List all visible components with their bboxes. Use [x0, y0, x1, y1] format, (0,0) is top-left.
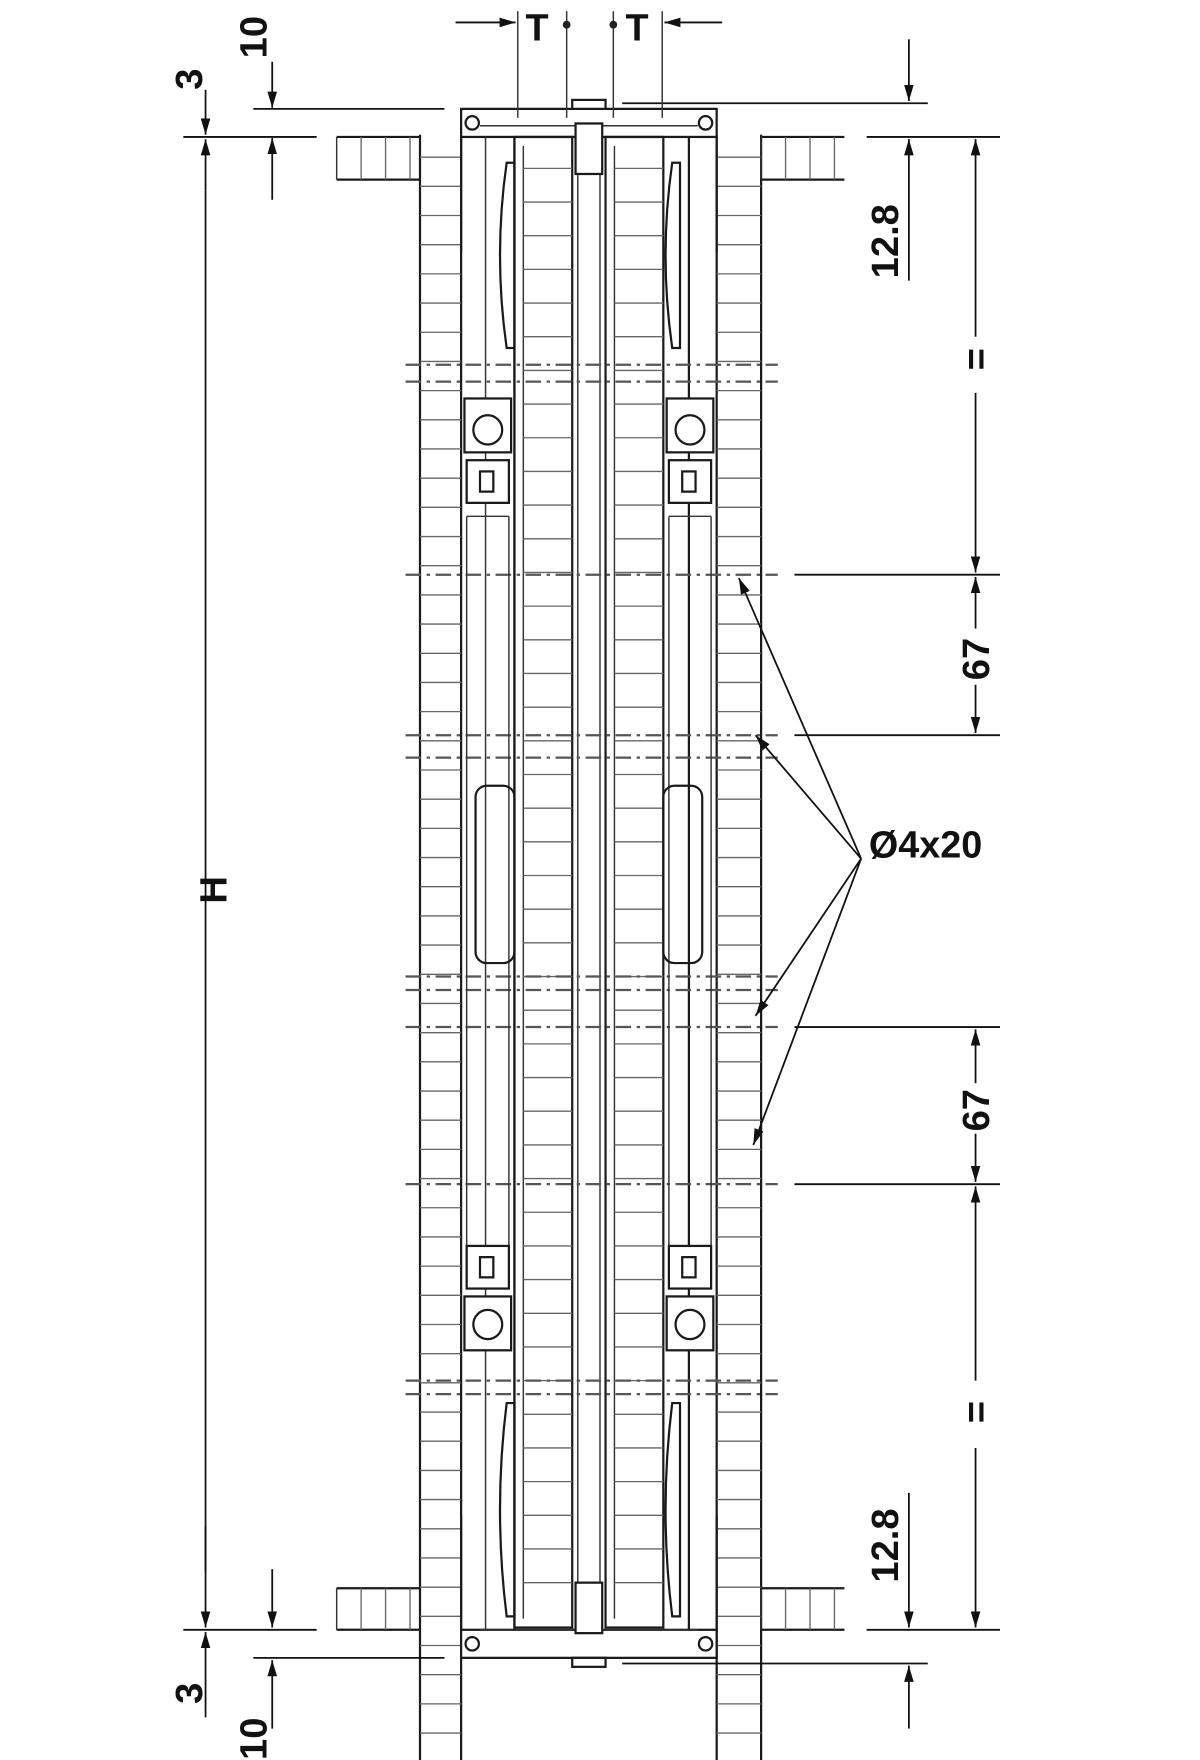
- label-spacing-67-top: 67: [956, 638, 998, 680]
- screw-leader-line: [738, 577, 862, 860]
- roller-bracket: [667, 459, 713, 504]
- label-bottom-12-8: 12.8: [865, 1508, 907, 1582]
- guide-roller-top: [665, 397, 715, 504]
- roller: [674, 1308, 706, 1341]
- roller-housing: [463, 1295, 513, 1352]
- label-screw-size: Ø4x20: [869, 824, 982, 866]
- fixing-point: [464, 1635, 480, 1652]
- guide-roller-bottom: [463, 1244, 513, 1352]
- bottom-track-profile: [460, 1628, 718, 1668]
- roller-bracket: [667, 1244, 713, 1290]
- roller-bracket: [465, 459, 510, 504]
- fixing-point: [464, 115, 480, 131]
- t-dot: [562, 20, 571, 29]
- label-t-left: T: [526, 7, 549, 49]
- screw-leader-line: [752, 858, 862, 1146]
- center-guide-block: [571, 98, 607, 110]
- guide-roller-top: [463, 397, 513, 504]
- roller-wheel: [664, 161, 682, 350]
- bracket-slot: [681, 470, 697, 493]
- left-side-panel: [418, 134, 463, 1760]
- label-bottom-3: 3: [169, 1683, 211, 1704]
- running-gear-hardware: [463, 122, 715, 1635]
- label-t-right: T: [626, 7, 649, 49]
- dimension-labels: T T 10 3 3 10 H 12.8 12.8 = = 67 67 Ø4x2…: [169, 7, 997, 1760]
- screw-leader-line: [754, 858, 862, 1017]
- label-top-3: 3: [169, 69, 211, 90]
- bracket-slot: [681, 1256, 697, 1279]
- roller-wheel: [664, 1401, 682, 1618]
- roller-wheel: [498, 161, 516, 350]
- roller-wheel: [498, 1401, 516, 1618]
- shelf-section: [760, 135, 845, 181]
- dimension-lines: [183, 11, 1000, 1729]
- label-top-10: 10: [234, 16, 276, 58]
- bracket-slot: [478, 470, 495, 493]
- left-door-panel: [513, 135, 574, 1629]
- label-top-12-8: 12.8: [865, 204, 907, 278]
- door-stop-right: [662, 784, 704, 965]
- label-equal-top: =: [956, 348, 998, 370]
- shelf-section: [760, 1587, 845, 1631]
- shelf-section: [335, 135, 420, 181]
- door-stop-left: [474, 784, 516, 965]
- right-side-panel: [715, 134, 763, 1760]
- bracket-slot: [478, 1256, 495, 1279]
- roller-bracket: [465, 1244, 510, 1290]
- label-spacing-67-bottom: 67: [956, 1089, 998, 1131]
- roller-housing: [665, 1295, 715, 1352]
- shelf-section: [335, 1587, 420, 1631]
- roller: [472, 414, 504, 446]
- screw-leader-line: [754, 734, 862, 860]
- guide-roller-bottom: [665, 1244, 715, 1352]
- roller: [472, 1308, 504, 1341]
- connector-top: [574, 122, 604, 176]
- right-door-panel: [604, 135, 665, 1629]
- fixing-point: [697, 1635, 714, 1652]
- fixing-point: [697, 115, 714, 131]
- label-height-h: H: [194, 876, 236, 904]
- connector-bottom: [574, 1581, 604, 1635]
- label-bottom-10: 10: [234, 1718, 276, 1760]
- t-dot: [609, 20, 618, 29]
- roller: [674, 414, 706, 446]
- cabinet-structure: [335, 98, 845, 1760]
- label-equal-bottom: =: [956, 1401, 998, 1423]
- center-guide-block: [571, 1656, 607, 1668]
